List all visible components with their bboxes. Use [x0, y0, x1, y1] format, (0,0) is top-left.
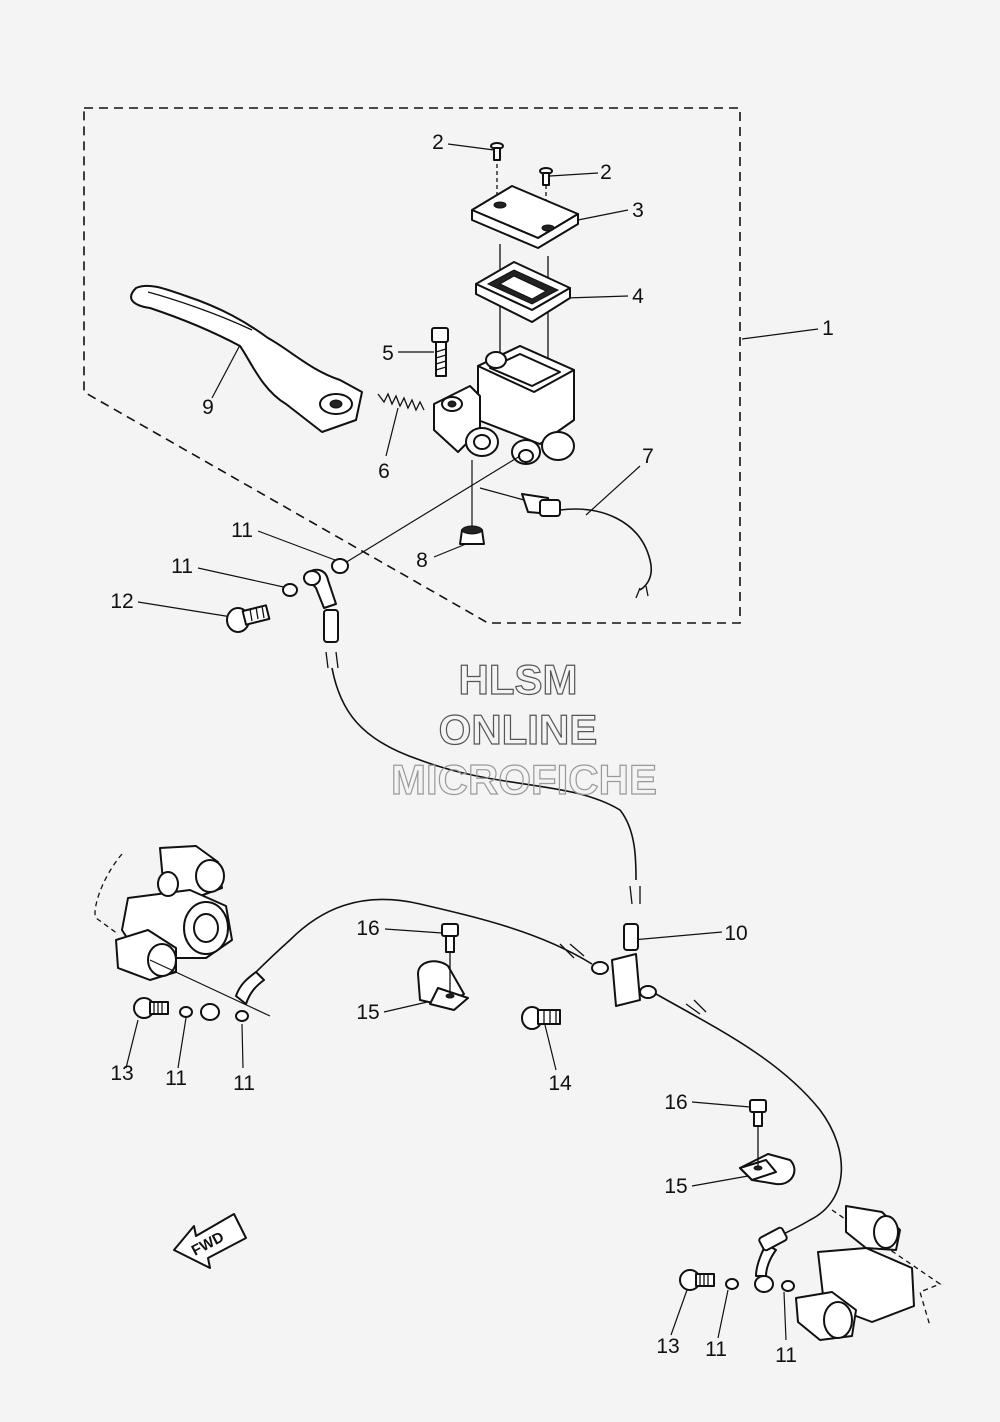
- watermark: HLSM ONLINE MICROFICHE: [390, 655, 657, 803]
- clamp-bolt: [441, 923, 459, 994]
- cover-screw: [490, 142, 504, 198]
- watermark-line-3: MICROFICHE: [391, 756, 657, 803]
- watermark-line-1: HLSM: [459, 656, 578, 703]
- reservoir-cap: [471, 185, 579, 249]
- master-cylinder-assembly: [130, 142, 653, 599]
- watermark-line-2: ONLINE: [439, 706, 598, 753]
- brake-hose-joint: [591, 953, 657, 1007]
- callout-11: 11: [775, 1344, 797, 1367]
- callout-12: 12: [110, 590, 133, 613]
- left-brake-caliper: [94, 845, 271, 1022]
- leader-lines: [125, 143, 819, 1341]
- fwd-arrow-icon: FWD: [173, 1213, 247, 1269]
- callout-13: 13: [656, 1335, 679, 1358]
- callout-6: 6: [378, 460, 390, 483]
- diaphragm: [475, 244, 571, 380]
- callout-11: 11: [233, 1072, 255, 1095]
- callout-9: 9: [202, 396, 214, 419]
- callout-8: 8: [416, 549, 428, 572]
- callout-11: 11: [171, 555, 193, 578]
- callout-16: 16: [664, 1091, 687, 1114]
- callout-4: 4: [632, 285, 644, 308]
- callout-1: 1: [822, 317, 834, 340]
- callout-labels: 2 2 3 4 1 5 6 7 8 9 11 11 12 10 16 15 14…: [110, 131, 834, 1367]
- cap-grommet: [459, 460, 485, 545]
- brake-hose: [249, 455, 843, 1241]
- pivot-bolt: [431, 327, 449, 377]
- brake-light-switch: [479, 487, 653, 599]
- hose-clamp: [417, 960, 469, 1011]
- callout-14: 14: [548, 1072, 572, 1095]
- clamp-bolt: [749, 1099, 767, 1166]
- callout-11: 11: [165, 1067, 187, 1090]
- callout-2: 2: [600, 161, 612, 184]
- joint-bolt: [521, 1006, 561, 1030]
- assembly-outline: [83, 107, 741, 624]
- callout-15: 15: [664, 1175, 687, 1198]
- brake-lever: [130, 284, 363, 433]
- hose-clamp: [739, 1153, 796, 1186]
- callout-7: 7: [642, 445, 654, 468]
- callout-10: 10: [724, 922, 747, 945]
- union-bolt: [679, 1269, 715, 1291]
- callout-13: 13: [110, 1062, 133, 1085]
- union-bolt: [226, 604, 271, 633]
- callout-15: 15: [356, 1001, 379, 1024]
- right-brake-caliper: [679, 1205, 942, 1341]
- union-bolt: [133, 997, 169, 1019]
- master-cylinder-body: [433, 345, 575, 465]
- callout-11: 11: [231, 519, 253, 542]
- return-spring: [377, 392, 425, 412]
- callout-2: 2: [432, 131, 444, 154]
- callout-16: 16: [356, 917, 379, 940]
- callout-3: 3: [632, 199, 644, 222]
- callout-5: 5: [382, 342, 394, 365]
- callout-11: 11: [705, 1338, 727, 1361]
